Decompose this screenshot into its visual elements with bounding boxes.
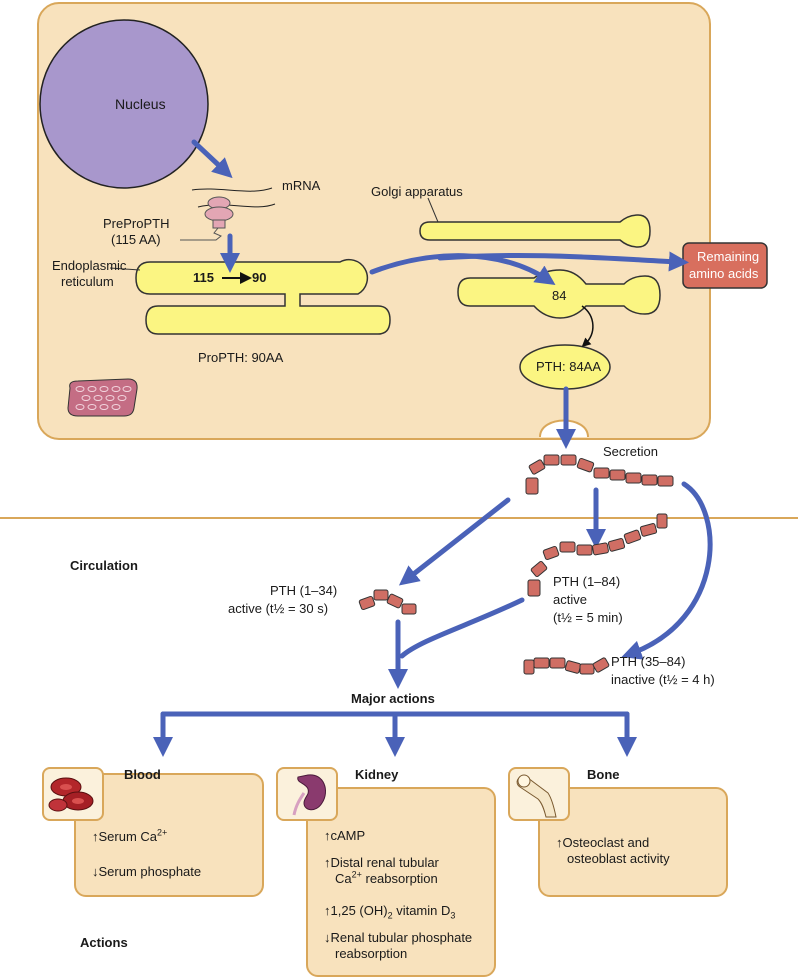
- pth134-label-line1: PTH (1–34): [270, 583, 338, 598]
- kidney-action-calcium: ↑Distal renal tubular Ca2+ reabsorption: [324, 855, 439, 886]
- mitochondrion-icon: [67, 378, 138, 417]
- kidney-icon: [276, 767, 338, 821]
- pth184-to-actions-arrow: [399, 597, 525, 659]
- pth184-label-line1: PTH (1–84): [553, 574, 621, 589]
- endoplasmic-reticulum: [135, 258, 391, 335]
- kidney-action-camp: ↑cAMP: [324, 828, 366, 843]
- er-label-line1: Endoplasmic: [52, 258, 127, 273]
- remaining-label-line2: amino acids: [689, 266, 759, 281]
- bone-title: Bone: [587, 767, 620, 782]
- membrane-divider: [0, 517, 798, 519]
- pth3584-label-line2: inactive (t½ = 4 h): [611, 672, 715, 687]
- mrna-label: mRNA: [282, 178, 321, 193]
- golgi-to-vesicle-arrow: [581, 305, 594, 348]
- golgi-bottom: [457, 269, 661, 319]
- circulation-label: Circulation: [70, 558, 138, 573]
- mrna-strand: [197, 203, 276, 208]
- secreted-pth-chain: [525, 454, 674, 495]
- pth-35-84-fragment: [523, 657, 610, 675]
- er-pointer: [109, 267, 141, 271]
- er-from-label: 115: [193, 270, 214, 285]
- mrna-strand: [191, 187, 273, 192]
- pth184-label-line2: active: [553, 592, 587, 607]
- kidney-action-vitamin-d: ↑1,25 (OH)2 vitamin D3: [324, 903, 456, 921]
- pth84-label: PTH: 84AA: [536, 359, 602, 374]
- pth3584-label-line1: PTH (35–84): [611, 654, 686, 669]
- nucleus-to-mrna-arrow: [191, 139, 233, 179]
- kidney-title: Kidney: [355, 767, 399, 782]
- golgi-pointer: [427, 197, 439, 223]
- actions-label: Actions: [80, 935, 128, 950]
- er-to-label: 90: [252, 270, 267, 285]
- golgi-number-label: 84: [552, 288, 567, 303]
- kidney-card: [306, 787, 496, 977]
- pth184-label-line3: (t½ = 5 min): [553, 610, 623, 625]
- remaining-label-line1: Remaining: [697, 249, 760, 264]
- blood-card: [74, 773, 264, 897]
- nucleus-label: Nucleus: [115, 96, 166, 112]
- secretion-to-pth134-arrow: [398, 497, 511, 586]
- er-label-line2: reticulum: [61, 274, 114, 289]
- golgi-top: [419, 214, 651, 248]
- pth-1-84-fragment: [527, 513, 668, 597]
- bone-icon: [508, 767, 570, 821]
- prepropth-aa-label: (115 AA): [111, 232, 161, 247]
- secretion-to-pth3584-arrow: [621, 481, 713, 660]
- propth-label: ProPTH: 90AA: [198, 350, 284, 365]
- pth-1-34-fragment: [358, 589, 417, 615]
- prepropth-label: PreProPTH: [103, 216, 170, 231]
- golgi-label: Golgi apparatus: [371, 184, 463, 199]
- blood-cells-icon: [42, 767, 104, 821]
- major-actions-label: Major actions: [351, 691, 435, 706]
- secretion-label: Secretion: [603, 444, 658, 459]
- blood-action-phosphate: ↓Serum phosphate: [92, 864, 202, 879]
- pth134-label-line2: active (t½ = 30 s): [228, 601, 329, 616]
- bone-action: ↑Osteoclast and osteoblast activity: [556, 835, 670, 866]
- kidney-action-phosphate: ↓Renal tubular phosphate reabsorption: [324, 930, 473, 961]
- blood-title: Blood: [124, 767, 161, 782]
- nucleus: [39, 19, 209, 189]
- blood-action-calcium: ↑Serum Ca2+: [92, 827, 168, 844]
- to-remaining-arrow: [437, 251, 689, 272]
